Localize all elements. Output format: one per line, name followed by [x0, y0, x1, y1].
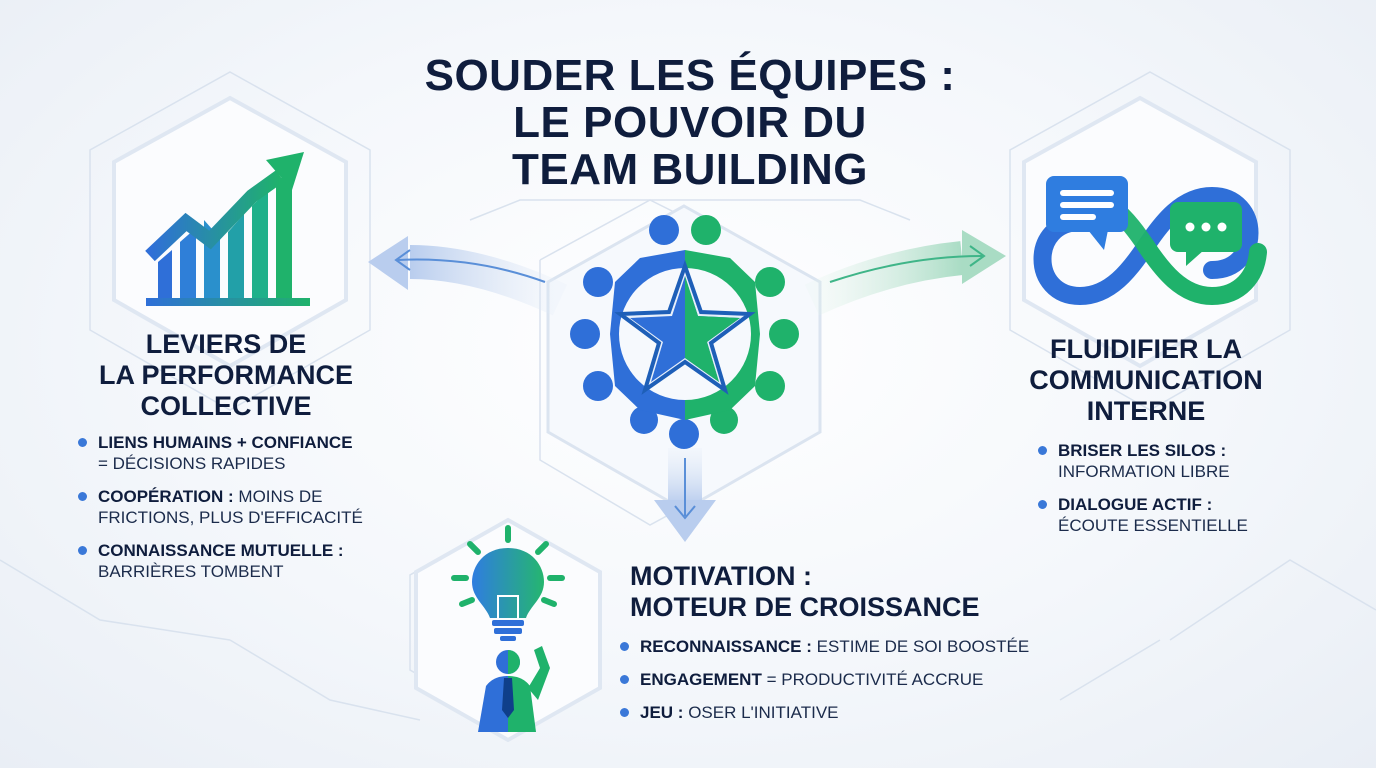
bullet-text: MOINS DE — [238, 487, 323, 506]
list-item: BRISER LES SILOS : INFORMATION LIBRE — [1036, 440, 1316, 482]
chat-bubbles-infinity-icon — [1033, 176, 1267, 306]
bullet-bold: LIENS HUMAINS + CONFIANCE — [98, 433, 353, 452]
list-item: COOPÉRATION : MOINS DE FRICTIONS, PLUS D… — [76, 486, 416, 528]
bullet-text: = PRODUCTIVITÉ ACCRUE — [766, 670, 984, 689]
bullet-dot — [620, 642, 629, 651]
bullet-text: ESTIME DE SOI BOOSTÉE — [816, 637, 1030, 656]
bullet-dot — [620, 708, 629, 717]
bullet-bold: JEU : — [640, 703, 684, 722]
bullet-dot — [78, 438, 87, 447]
bullet-text: = DÉCISIONS RAPIDES — [98, 454, 286, 473]
right-section-heading: FLUIDIFIER LA COMMUNICATION INTERNE — [996, 334, 1296, 427]
lightbulb-person-icon — [451, 525, 565, 732]
title-line-3: TEAM BUILDING — [511, 145, 869, 194]
list-item: RECONNAISSANCE : ESTIME DE SOI BOOSTÉE — [618, 636, 1118, 657]
list-item: CONNAISSANCE MUTUELLE : BARRIÈRES TOMBEN… — [76, 540, 416, 582]
team-gear-star-icon — [570, 215, 799, 449]
left-title-line-2: LA PERFORMANCE — [99, 360, 353, 390]
bullet-bold: ENGAGEMENT — [640, 670, 762, 689]
right-title-line-1: FLUIDIFIER LA — [1050, 334, 1242, 364]
bullet-text: ÉCOUTE ESSENTIELLE — [1058, 516, 1248, 535]
list-item: DIALOGUE ACTIF : ÉCOUTE ESSENTIELLE — [1036, 494, 1316, 536]
bullet-bold: COOPÉRATION : — [98, 487, 234, 506]
bullet-text: INFORMATION LIBRE — [1058, 462, 1230, 481]
arrow-to-left — [368, 236, 568, 316]
bullet-text: BARRIÈRES TOMBENT — [98, 562, 284, 581]
bullet-dot — [78, 492, 87, 501]
bar-chart-growth-icon — [145, 152, 310, 306]
bullet-text-continued: FRICTIONS, PLUS D'EFFICACITÉ — [98, 508, 363, 527]
title-line-1: SOUDER LES ÉQUIPES : — [424, 51, 956, 100]
bullet-text: OSER L'INITIATIVE — [688, 703, 839, 722]
title-line-2: LE POUVOIR DU — [513, 98, 867, 147]
bullet-dot — [78, 546, 87, 555]
list-item: LIENS HUMAINS + CONFIANCE = DÉCISIONS RA… — [76, 432, 416, 474]
left-section-heading: LEVIERS DE LA PERFORMANCE COLLECTIVE — [56, 329, 396, 422]
bullet-dot — [1038, 500, 1047, 509]
middle-title-line-2: MOTEUR DE CROISSANCE — [630, 592, 980, 622]
page-title: SOUDER LES ÉQUIPES : LE POUVOIR DU TEAM … — [340, 52, 1040, 193]
left-title-line-1: LEVIERS DE — [145, 329, 307, 359]
list-item: JEU : OSER L'INITIATIVE — [618, 702, 1118, 723]
bullet-bold: DIALOGUE ACTIF : — [1058, 495, 1213, 514]
right-title-line-2: COMMUNICATION — [1029, 365, 1263, 395]
left-title-line-3: COLLECTIVE — [140, 391, 312, 421]
bullet-bold: BRISER LES SILOS : — [1058, 441, 1227, 460]
list-item: ENGAGEMENT = PRODUCTIVITÉ ACCRUE — [618, 669, 1118, 690]
middle-section-heading: MOTIVATION : MOTEUR DE CROISSANCE — [630, 561, 1070, 623]
bullet-dot — [1038, 446, 1047, 455]
left-bullet-list: LIENS HUMAINS + CONFIANCE = DÉCISIONS RA… — [76, 432, 416, 594]
bullet-dot — [620, 675, 629, 684]
bullet-bold: RECONNAISSANCE : — [640, 637, 812, 656]
arrow-to-bottom — [654, 448, 716, 542]
middle-title-line-1: MOTIVATION : — [630, 561, 812, 591]
right-title-line-3: INTERNE — [1086, 396, 1206, 426]
arrow-to-right — [804, 230, 1006, 316]
right-bullet-list: BRISER LES SILOS : INFORMATION LIBRE DIA… — [1036, 440, 1316, 548]
middle-bullet-list: RECONNAISSANCE : ESTIME DE SOI BOOSTÉE E… — [618, 636, 1118, 735]
bullet-bold: CONNAISSANCE MUTUELLE : — [98, 541, 344, 560]
